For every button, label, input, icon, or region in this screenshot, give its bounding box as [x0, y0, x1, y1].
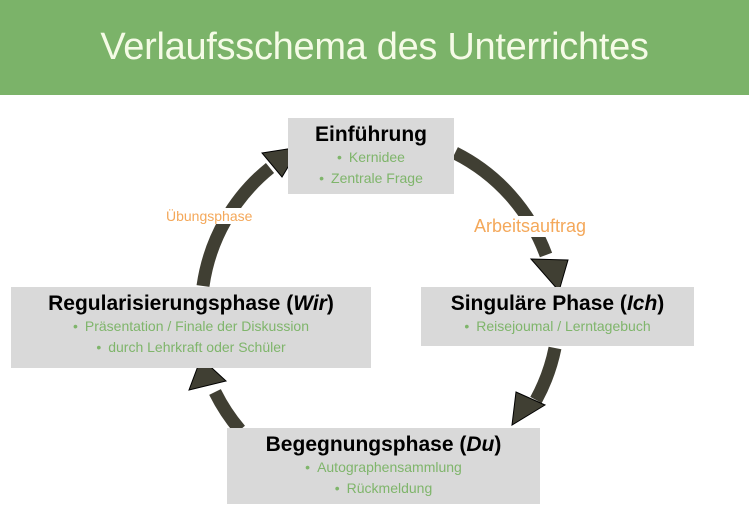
- phase-box-begegnung: Begegnungsphase (Du) •Autographensammlun…: [227, 428, 540, 504]
- phase-bullet: •Autographensammlung: [305, 459, 462, 475]
- arc-einfuehrung-to-singulaere: [452, 147, 553, 258]
- phase-title: Regularisierungsphase (Wir): [48, 292, 334, 315]
- phase-title: Begegnungsphase (Du): [265, 433, 502, 456]
- phase-bullet: •Präsentation / Finale der Diskussion: [72, 318, 309, 334]
- arrowhead-to-begegnung: [511, 391, 547, 426]
- phase-box-singulaere: Singuläre Phase (Ich) •Reisejoumal / Ler…: [421, 287, 694, 346]
- phase-title: Singuläre Phase (Ich): [450, 292, 665, 315]
- phase-bullet: •Kernidee: [337, 149, 405, 165]
- page-title: Verlaufsschema des Unterrichtes: [100, 26, 649, 68]
- transition-label-arbeitsauftrag: Arbeitsauftrag: [473, 216, 588, 237]
- transition-label-uebungsphase: Übungsphase: [165, 208, 254, 224]
- arc-begegnung-to-regularisierung: [209, 389, 246, 435]
- phase-box-einfuehrung: Einführung •Kernidee •Zentrale Frage: [288, 118, 454, 194]
- arc-singulaere-to-begegnung: [530, 346, 562, 404]
- arc-regularisierung-to-einfuehrung: [196, 162, 275, 287]
- phase-bullet: •Reisejoumal / Lerntagebuch: [464, 318, 651, 334]
- phase-bullet: •Zentrale Frage: [319, 170, 423, 186]
- phase-bullet: •durch Lehrkraft oder Schüler: [96, 339, 286, 355]
- phase-bullet: •Rückmeldung: [334, 480, 433, 496]
- header-banner: Verlaufsschema des Unterrichtes: [0, 0, 749, 95]
- arrowhead-to-singulaere: [529, 258, 569, 293]
- phase-box-regularisierung: Regularisierungsphase (Wir) •Präsentatio…: [11, 287, 371, 368]
- phase-title: Einführung: [315, 123, 427, 146]
